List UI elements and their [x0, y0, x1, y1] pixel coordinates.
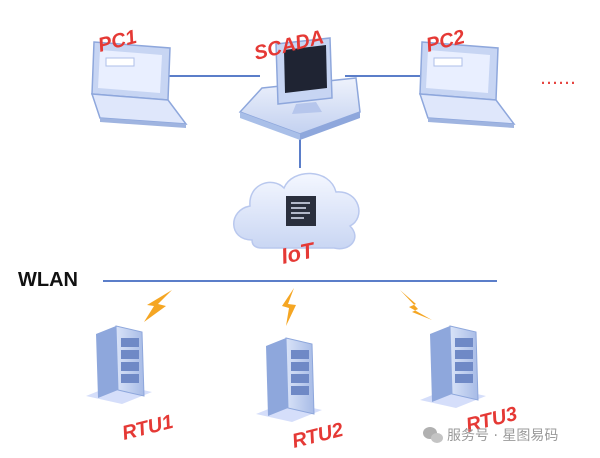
wlan-label: WLAN — [18, 269, 78, 291]
rtu2-label: RTU2 — [290, 419, 346, 453]
rtu2-server-rack-icon — [256, 337, 322, 422]
wechat-icon — [423, 427, 443, 443]
wireless-bolt-icon-2 — [282, 288, 296, 326]
pc2-laptop-icon — [418, 41, 516, 128]
scada-workstation-icon — [238, 37, 361, 140]
iot-cloud-icon — [233, 172, 360, 250]
rtu1-label: RTU1 — [120, 411, 176, 445]
wireless-bolt-icon-3 — [400, 290, 432, 320]
rtu1-server-rack-icon — [86, 325, 152, 404]
pc1-laptop-icon — [90, 41, 188, 128]
rtu3-server-rack-icon — [420, 325, 486, 408]
more-ellipsis: …… — [540, 68, 576, 89]
watermark-text: 服务号 · 星图易码 — [447, 428, 558, 444]
wireless-bolt-icon-1 — [144, 290, 172, 322]
wechat-watermark: 服务号 · 星图易码 — [423, 427, 558, 444]
